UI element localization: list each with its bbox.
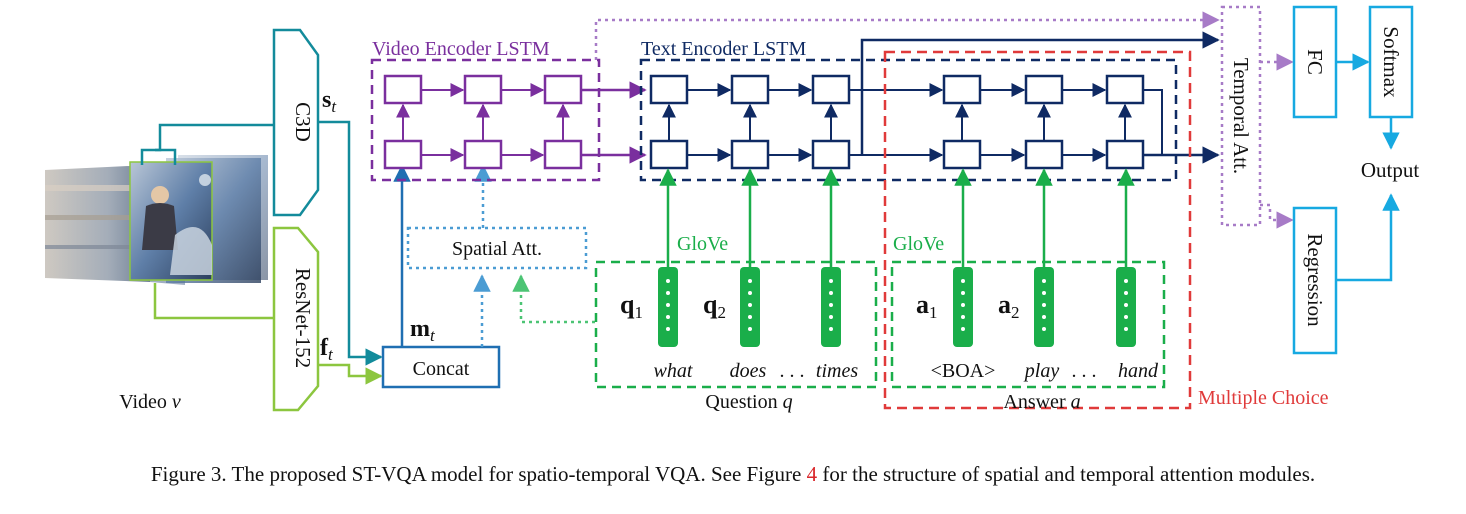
temporal-att-to-regression-arrow <box>1260 203 1294 229</box>
answer-glove-arrows <box>954 168 1135 267</box>
text-encoder-top-output-arrow <box>860 31 1220 155</box>
word-times: times <box>816 360 858 382</box>
concat-box <box>381 345 501 389</box>
f-t-label: ft <box>320 335 334 364</box>
multiple-choice-box <box>883 50 1192 410</box>
caption-suffix: for the structure of spatial and tempora… <box>817 462 1316 486</box>
text-encoder-box <box>639 58 1178 182</box>
video-lstm-cell <box>543 139 583 170</box>
word-vector-icon <box>821 267 841 347</box>
resnet-module <box>272 226 320 412</box>
q1-label: q1 <box>620 290 643 322</box>
c3d-to-concat-arrow <box>318 120 383 366</box>
c3d-module <box>272 28 320 217</box>
answer-label: Answer a <box>1003 391 1080 413</box>
glove-question-label: GloVe <box>677 233 728 255</box>
m-t-label: mt <box>410 316 436 345</box>
caption-prefix: Figure 3. The proposed ST-VQA model for … <box>150 462 807 486</box>
video-label: Video v <box>119 391 181 413</box>
c3d-label: C3D <box>291 102 315 142</box>
text-lstm-cell <box>649 139 689 170</box>
text-lstm-cell <box>730 139 770 170</box>
q2-label: q2 <box>703 290 726 322</box>
spatial-att-label: Spatial Att. <box>452 238 542 260</box>
word-vector-icon <box>953 267 973 347</box>
text-lstm-cell <box>811 74 851 105</box>
text-encoder-top-row-output <box>1143 89 1163 155</box>
word-play: play <box>1023 360 1060 382</box>
text-lstm-cell <box>730 74 770 105</box>
word-vector-icon <box>1034 267 1054 347</box>
video-lstm-connectors <box>396 83 570 162</box>
word-vector-icon <box>740 267 760 347</box>
temporal-att-label: Temporal Att. <box>1229 58 1253 174</box>
caption-figure-ref[interactable]: 4 <box>806 462 818 486</box>
word-dots-question: . . . <box>780 360 805 382</box>
output-label: Output <box>1361 158 1420 182</box>
video-lstm-cell <box>383 74 423 105</box>
text-lstm-cell <box>649 74 689 105</box>
regression-to-output-arrow <box>1336 193 1400 282</box>
fc-label: FC <box>1303 49 1327 75</box>
text-lstm-cell <box>1105 74 1145 105</box>
softmax-label: Softmax <box>1379 26 1403 98</box>
question-to-spatial-att-arrow <box>512 274 595 324</box>
question-label: Question q <box>705 391 792 413</box>
video-to-resnet-connector <box>153 283 273 320</box>
text-lstm-connectors <box>662 83 1132 162</box>
video-lstm-cell <box>463 139 503 170</box>
question-glove-box <box>594 260 878 389</box>
video-encoder-box <box>370 58 601 182</box>
answer-glove-box <box>890 260 1166 389</box>
text-lstm-cell <box>942 139 982 170</box>
figure-caption: Figure 3. The proposed ST-VQA model for … <box>0 462 1466 487</box>
glove-answer-label: GloVe <box>893 233 944 255</box>
resnet-to-concat-arrow <box>318 363 383 385</box>
a2-label: a2 <box>998 290 1020 322</box>
st-vqa-diagram: C3D ResNet-152 st ft Concat mt Spatial A… <box>45 5 1420 413</box>
word-does: does <box>730 360 767 382</box>
resnet-label: ResNet-152 <box>291 268 315 368</box>
question-glove-arrows <box>659 168 840 267</box>
word-what: what <box>654 360 693 382</box>
word-vector-icon <box>658 267 678 347</box>
text-lstm-cell <box>942 74 982 105</box>
regression-box <box>1292 206 1338 355</box>
word-vector-icon <box>1116 267 1136 347</box>
text-lstm-cell <box>811 139 851 170</box>
word-dots-answer: . . . <box>1072 360 1097 382</box>
temporal-att-box <box>1220 5 1262 227</box>
text-encoder-label: Text Encoder LSTM <box>641 38 806 60</box>
s-t-label: st <box>322 87 337 116</box>
video-frames-icon <box>45 155 268 285</box>
video-to-c3d-connector <box>140 123 274 165</box>
video-lstm-cell <box>463 74 503 105</box>
text-lstm-cell <box>1024 139 1064 170</box>
video-lstm-cell <box>543 74 583 105</box>
video-lstm-cell <box>383 139 423 170</box>
multiple-choice-label: Multiple Choice <box>1198 387 1329 409</box>
text-lstm-cell <box>1024 74 1064 105</box>
concat-label: Concat <box>413 358 470 380</box>
word-hand: hand <box>1118 360 1159 382</box>
word-boa: <BOA> <box>931 360 996 382</box>
spatial-att-box <box>406 226 588 270</box>
text-lstm-cell <box>1105 139 1145 170</box>
video-encoder-label: Video Encoder LSTM <box>372 38 550 60</box>
regression-label: Regression <box>1303 233 1327 327</box>
a1-label: a1 <box>916 290 938 322</box>
